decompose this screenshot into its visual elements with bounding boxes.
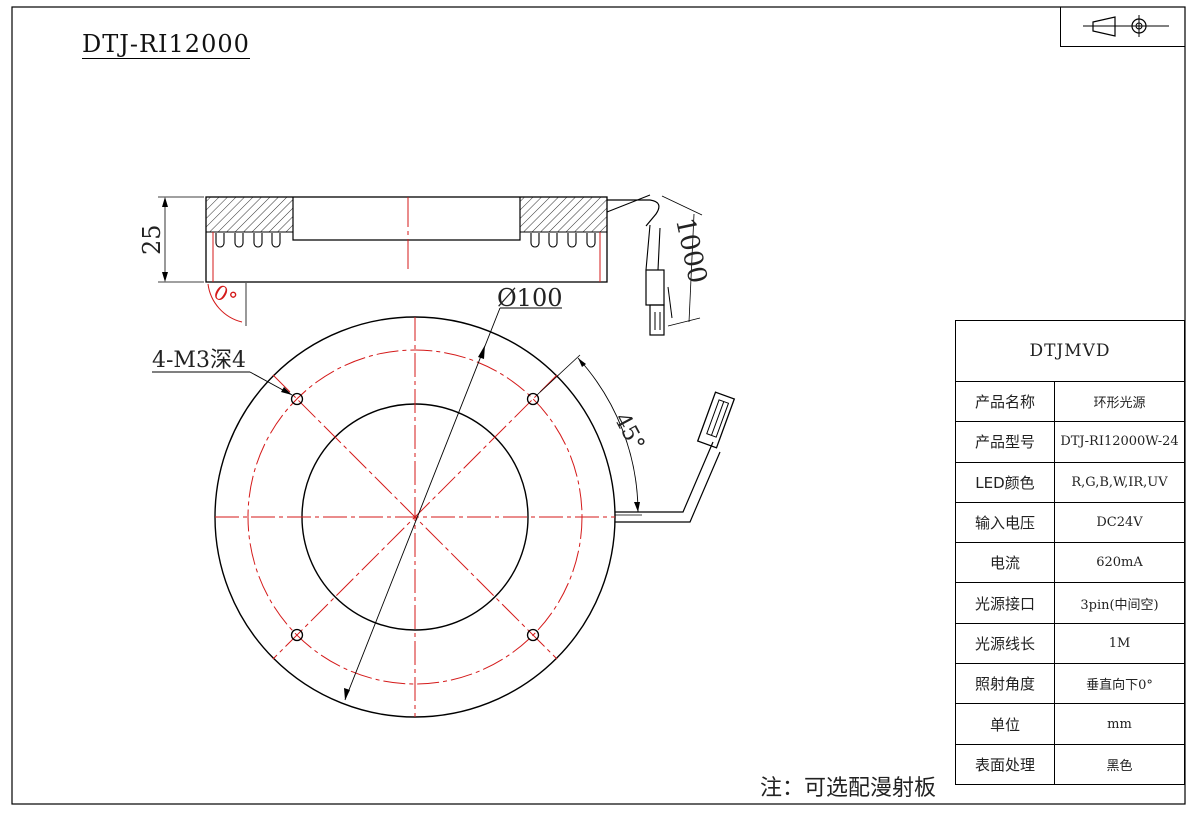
hole-angle-label: 45°	[609, 409, 649, 455]
spec-label: 产品名称	[955, 380, 1055, 423]
spec-value: R,G,B,W,IR,UV	[1054, 461, 1185, 503]
sheet-border	[11, 6, 1186, 805]
spec-label: 产品型号	[955, 421, 1055, 463]
spec-label: 电流	[955, 542, 1055, 584]
height-dimension-label: 25	[138, 224, 166, 255]
drawing-title: DTJ-RI12000	[82, 30, 250, 59]
spec-label: 光源接口	[955, 582, 1055, 624]
spec-label: LED颜色	[955, 461, 1055, 503]
spec-value: 620mA	[1054, 542, 1185, 584]
spec-value: DC24V	[1054, 501, 1185, 544]
spec-value: 垂直向下0°	[1054, 663, 1185, 705]
hatch-left	[205, 196, 294, 233]
spec-value: mm	[1054, 703, 1185, 745]
tilt-angle-label: 0°	[210, 280, 242, 312]
led-row-right	[530, 233, 596, 248]
connector-side	[645, 269, 665, 306]
inner-bore-outline	[292, 197, 521, 241]
side-view: 25 0° 1000	[138, 194, 712, 336]
mount-holes-label: 4-M3深4	[152, 348, 246, 373]
spec-value: DTJ-RI12000W-24	[1054, 421, 1185, 463]
spec-label: 照射角度	[955, 663, 1055, 705]
company-name: DTJMVD	[955, 320, 1185, 382]
spec-value: 1M	[1054, 622, 1185, 665]
cable-top	[615, 441, 714, 513]
mount-holes	[290, 392, 540, 642]
diffuser-note: 注：可选配漫射板	[760, 776, 937, 801]
centerlines	[215, 317, 615, 717]
spec-label: 单位	[955, 703, 1055, 745]
led-row-left	[215, 233, 281, 248]
spec-value: 黑色	[1054, 743, 1185, 785]
connector-top	[696, 391, 736, 449]
spec-value: 3pin(中间空)	[1054, 582, 1185, 624]
spec-label: 光源线长	[955, 622, 1055, 665]
projection-symbol-icon	[1083, 15, 1169, 37]
side-body-outline	[205, 196, 608, 283]
diameter-label: Ø100	[497, 284, 562, 312]
hatch-right	[519, 196, 608, 233]
spec-label: 输入电压	[955, 501, 1055, 544]
projection-symbol-box	[1060, 7, 1185, 47]
spec-label: 表面处理	[955, 743, 1055, 785]
spec-value: 环形光源	[1054, 380, 1185, 423]
cable-length-label: 1000	[669, 215, 712, 286]
top-view: Ø100 4-M3深4 45°	[152, 284, 736, 718]
cable-side	[607, 199, 660, 227]
